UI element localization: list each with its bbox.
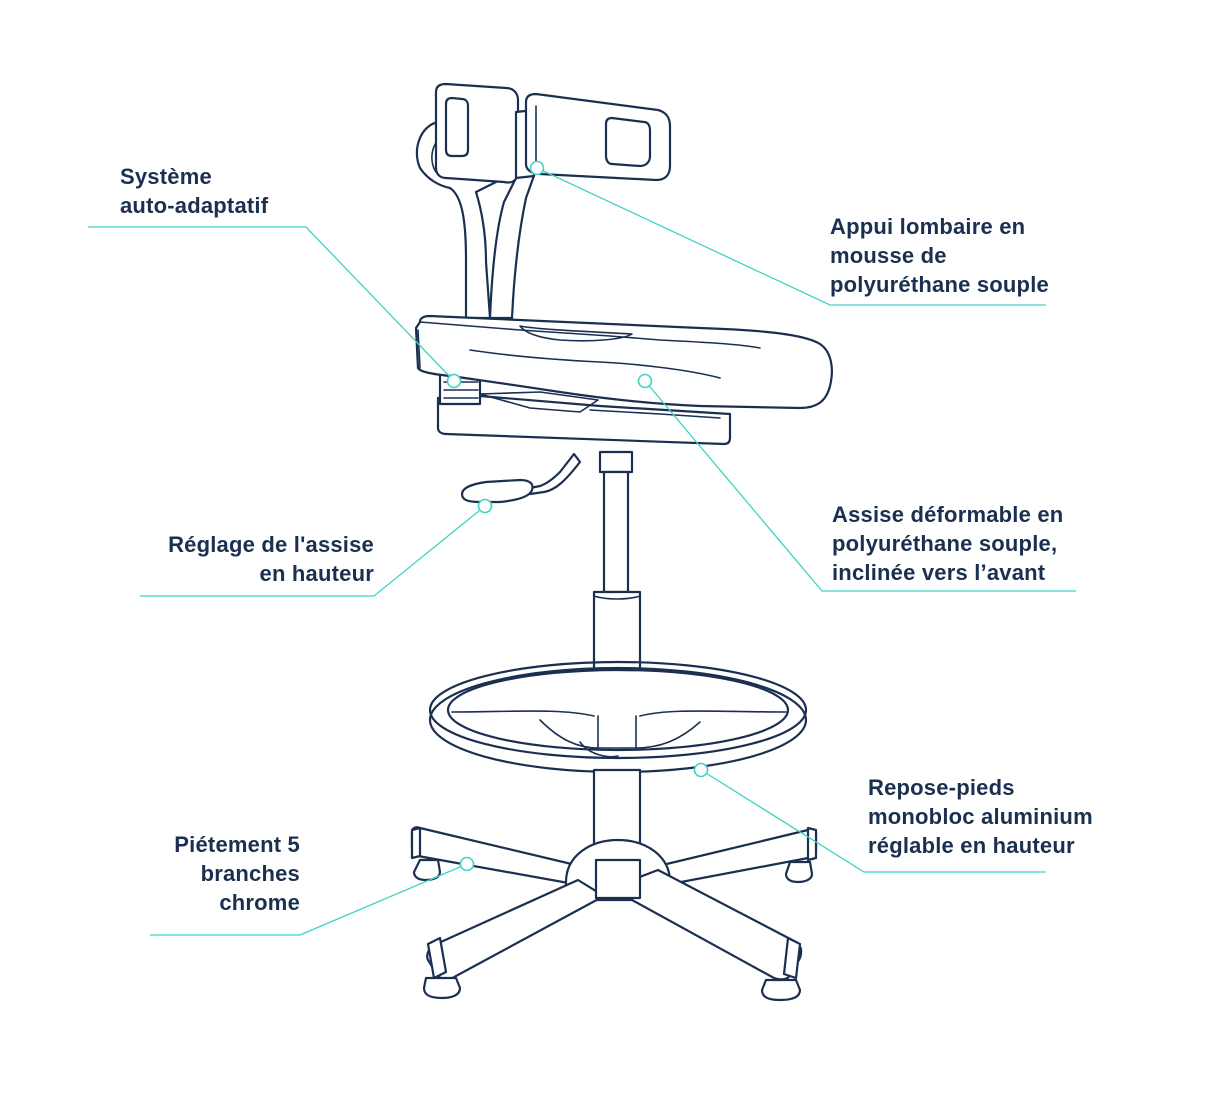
label-appui-lombaire: Appui lombaire en mousse de polyuréthane… [830,212,1049,299]
dot-reglage [477,498,493,514]
label-line: polyuréthane souple, [832,531,1058,556]
leader-reglage [140,505,486,597]
label-line: en hauteur [259,561,374,586]
label-line: Repose-pieds [868,775,1015,800]
seat [414,314,833,446]
dot-appui [529,160,545,176]
label-systeme-auto-adaptatif: Système auto-adaptatif [120,162,268,220]
backrest [434,82,672,184]
chair-base [410,826,818,1002]
label-line: Réglage de l'assise [168,532,374,557]
label-pietement: Piétement 5 branches chrome [174,830,300,917]
label-reglage-assise: Réglage de l'assise en hauteur [168,530,374,588]
label-line: branches [200,861,300,886]
callout-dots [446,160,709,872]
label-repose-pieds: Repose-pieds monobloc aluminium réglable… [868,773,1093,860]
leader-pietement [150,863,468,936]
leader-lines [88,167,1076,936]
dot-pietement [459,856,475,872]
label-line: mousse de [830,243,947,268]
leader-assise [644,380,1076,592]
label-line: auto-adaptatif [120,193,269,218]
label-assise-deformable: Assise déformable en polyuréthane souple… [832,500,1063,587]
label-line: chrome [219,890,300,915]
label-line: Appui lombaire en [830,214,1026,239]
foot-ring [428,660,808,774]
label-line: Piétement 5 [174,832,300,857]
label-line: réglable en hauteur [868,833,1075,858]
leader-appui [536,167,1046,306]
label-line: Assise déformable en [832,502,1064,527]
label-line: monobloc aluminium [868,804,1093,829]
leader-repose [700,769,1046,873]
dot-assise [637,373,653,389]
dot-systeme [446,373,462,389]
label-line: polyuréthane souple [830,272,1049,297]
label-line: inclinée vers l’avant [832,560,1046,585]
dot-repose [693,762,709,778]
leader-systeme [88,226,455,382]
height-lever [460,452,582,504]
label-line: Système [120,164,212,189]
